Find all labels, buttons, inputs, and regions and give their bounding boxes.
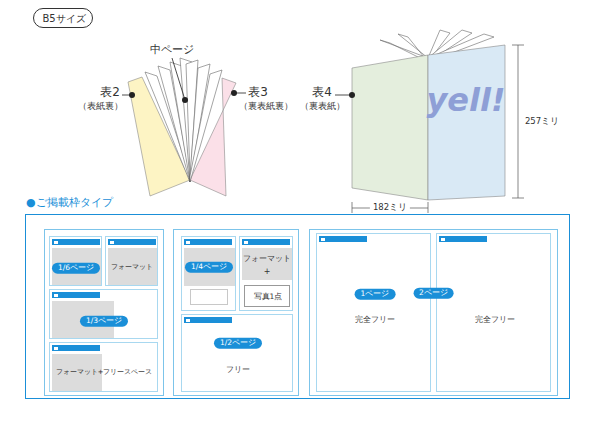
header-icon bbox=[321, 238, 325, 241]
header-icon bbox=[110, 241, 114, 244]
callout-label: （表紙裏） bbox=[78, 102, 123, 112]
header-bar bbox=[319, 236, 367, 242]
slot-text: フォーマット bbox=[243, 255, 291, 264]
header-icon bbox=[441, 238, 445, 241]
callout-label: 表3 bbox=[248, 86, 268, 100]
ad-slot-box: 1/3ページ bbox=[49, 289, 158, 339]
dimension-tick bbox=[352, 202, 353, 213]
slot-text: フリー bbox=[226, 365, 250, 374]
header-bar bbox=[184, 239, 232, 245]
header-icon bbox=[186, 319, 190, 322]
header-bar bbox=[439, 236, 487, 242]
slot-text: フォーマット bbox=[111, 264, 153, 272]
dimension-label: 257ミリ bbox=[525, 117, 559, 127]
dimension-tick bbox=[512, 198, 524, 199]
size-pill: 1/3ページ bbox=[80, 316, 128, 327]
callout-dot bbox=[182, 97, 188, 103]
slot-text: フォーマット+フリースペース bbox=[56, 369, 153, 377]
ad-slot-box: フォーマット + 写真1点 bbox=[239, 236, 293, 311]
header-bar bbox=[242, 239, 290, 245]
slot-text: 写真1点 bbox=[254, 293, 283, 302]
ad-slot-box: 完全フリー bbox=[436, 233, 551, 392]
ad-slot-box: 1ページ完全フリー bbox=[316, 233, 431, 392]
callout-label: （裏表紙） bbox=[300, 102, 345, 112]
header-icon bbox=[54, 241, 58, 244]
photo-box: 写真1点 bbox=[244, 285, 290, 307]
slot-text: + bbox=[264, 267, 271, 276]
size-badge: B5サイズ bbox=[33, 8, 93, 28]
front-cover bbox=[428, 45, 505, 200]
spread-area: 2ページ1ページ完全フリー完全フリー bbox=[316, 233, 551, 392]
size-pill: 1/4ページ bbox=[185, 262, 233, 273]
ad-slot-box: フォーマット+フリースペース bbox=[49, 342, 158, 392]
header-icon bbox=[54, 347, 58, 350]
ad-slot-box: 1/2ページフリー bbox=[181, 314, 293, 392]
header-icon bbox=[54, 294, 58, 297]
ad-types-frame: ●ご掲載枠タイプ1/6ページフォーマット1/3ページフォーマット+フリースペース… bbox=[25, 214, 570, 399]
dimension-line bbox=[518, 45, 519, 198]
header-bar bbox=[52, 292, 100, 298]
white-area bbox=[190, 289, 228, 305]
callout-label: 表4 bbox=[312, 86, 332, 100]
size-pill: 1/6ページ bbox=[52, 263, 100, 274]
slot-text: 完全フリー bbox=[355, 315, 395, 324]
dimension-tick bbox=[512, 45, 524, 46]
cover-logo: yell! bbox=[426, 82, 505, 119]
ad-slot-box: 1/4ページ bbox=[181, 236, 236, 311]
callout-label: （裏表紙裏） bbox=[239, 102, 293, 112]
header-bar bbox=[52, 239, 100, 245]
dimension-label: 182ミリ bbox=[370, 203, 410, 213]
slot-text: B5サイズ bbox=[42, 13, 85, 25]
section-heading: ●ご掲載枠タイプ bbox=[26, 197, 113, 210]
callout-dot bbox=[231, 90, 237, 96]
leader-line bbox=[172, 58, 185, 100]
ad-slot-box: 1/6ページ bbox=[49, 236, 102, 286]
header-icon bbox=[244, 241, 248, 244]
callout-label: 中ページ bbox=[150, 44, 194, 57]
callout-label: 表2 bbox=[100, 86, 120, 100]
callout-dot bbox=[129, 92, 135, 98]
header-bar bbox=[184, 317, 232, 323]
header-icon bbox=[186, 241, 190, 244]
dimension-tick bbox=[428, 202, 429, 213]
header-bar bbox=[52, 345, 100, 351]
inner-page bbox=[190, 70, 222, 182]
slot-text: 完全フリー bbox=[475, 315, 515, 324]
inner-pages bbox=[145, 58, 222, 182]
size-pill: 1ページ bbox=[355, 289, 396, 300]
callout-dot bbox=[349, 92, 355, 98]
size-pill: 2ページ bbox=[413, 288, 454, 299]
header-bar bbox=[108, 239, 156, 245]
size-pill: 1/2ページ bbox=[214, 338, 262, 349]
ad-slot-box: フォーマット bbox=[105, 236, 158, 286]
back-cover bbox=[352, 55, 428, 200]
